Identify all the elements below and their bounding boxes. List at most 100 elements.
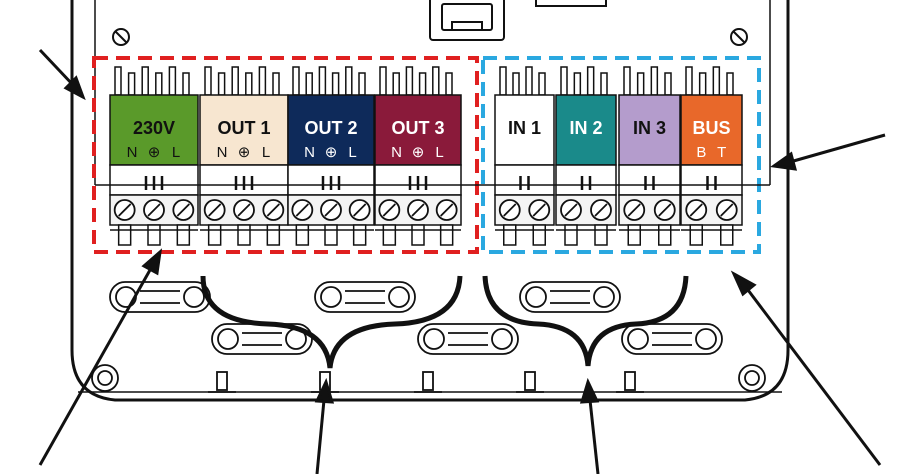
terminal-block: IN 2 (555, 66, 617, 246)
terminal-label: 230V (133, 118, 175, 138)
terminal-pin (586, 66, 595, 96)
enclosure (70, 0, 790, 402)
terminal-polarity-label: L (172, 144, 180, 161)
terminal-pin (685, 66, 693, 96)
terminal-pin (331, 72, 340, 96)
cable-glands (91, 281, 766, 393)
brace-icon (200, 275, 463, 369)
terminal-pin (636, 72, 645, 96)
screw-icon (528, 199, 551, 221)
terminal-housing (618, 164, 681, 196)
terminal-pin (204, 66, 212, 96)
terminal-block: OUT 3N⊕L (374, 66, 462, 246)
screw-icon (435, 199, 458, 221)
terminal-leg (503, 224, 517, 246)
terminal-label: IN 1 (508, 118, 541, 138)
terminal-label: OUT 2 (304, 118, 357, 138)
terminal-pin (305, 72, 313, 96)
terminal-pin (258, 66, 267, 96)
clip (516, 371, 544, 393)
terminal-label: OUT 3 (391, 118, 444, 138)
terminal-pin (623, 66, 631, 96)
arrow-icon (38, 48, 86, 101)
screw-icon (560, 199, 582, 221)
terminal-polarity-label: L (435, 144, 443, 161)
rj-socket-icon (429, 0, 607, 41)
terminal-leg (266, 224, 281, 246)
terminal-pin (217, 72, 226, 96)
terminal-leg (382, 224, 397, 246)
terminal-label-plate (680, 94, 743, 166)
terminal-pin (712, 66, 721, 96)
terminal-polarity-label: L (262, 144, 270, 161)
terminal-polarity-label: ⊕ (412, 144, 425, 161)
screw-icon (738, 364, 766, 392)
terminal-label-plate (555, 94, 617, 166)
terminal-pin (560, 66, 568, 96)
signal-group-outline (481, 56, 761, 254)
terminal-pin (445, 72, 453, 96)
arrow-icon (770, 133, 886, 171)
terminal-label-plate (287, 94, 375, 166)
terminal-block: IN 1 (494, 66, 555, 246)
terminal-leg (324, 224, 338, 246)
terminal-pin (379, 66, 387, 96)
cable-gland-icon (109, 281, 211, 313)
terminal-pin (418, 72, 427, 96)
terminal-pin (155, 72, 163, 96)
screw-icon (653, 199, 676, 221)
terminal-housing (494, 164, 555, 196)
terminal-pin (141, 66, 149, 96)
screw-icon (113, 199, 136, 221)
terminal-leg (411, 224, 425, 246)
terminal-pin (432, 66, 440, 96)
screw-icon (623, 199, 646, 221)
power-group-outline (92, 56, 479, 254)
terminal-pin (392, 72, 400, 96)
terminal-leg (594, 224, 608, 246)
terminal-pin (292, 66, 300, 96)
terminal-polarity-label: ⊕ (325, 144, 338, 161)
screw-icon (262, 199, 285, 221)
terminal-pin (525, 66, 533, 96)
screw-icon (172, 199, 195, 221)
terminal-label-plate (109, 94, 199, 166)
terminal-leg (658, 224, 672, 246)
arrow-icon (730, 270, 882, 466)
screw-icon (590, 199, 612, 221)
cable-gland-icon (519, 281, 621, 313)
screw-icon (730, 28, 748, 46)
terminal-pin (512, 72, 520, 96)
terminal-leg (295, 224, 310, 246)
screw-icon (378, 199, 401, 221)
terminal-leg (147, 224, 161, 246)
screw-icon (143, 199, 165, 221)
cable-gland-icon (417, 323, 519, 355)
terminal-pin (345, 66, 353, 96)
terminal-pin (272, 72, 280, 96)
screw-icon (91, 364, 119, 392)
screw-icon (203, 199, 226, 221)
terminal-polarity-label: T (717, 144, 726, 161)
terminal-label: IN 2 (569, 118, 602, 138)
terminal-block: IN 3 (618, 66, 681, 246)
terminal-pin (698, 72, 707, 96)
screw-icon (498, 199, 521, 221)
terminal-leg (627, 224, 641, 246)
terminal-polarity-label: ⊕ (148, 144, 161, 161)
terminal-pin (318, 66, 327, 96)
terminal-pin (538, 72, 546, 96)
terminal-leg (207, 224, 222, 246)
screw-icon (348, 199, 371, 221)
screw-icon (233, 199, 255, 221)
terminal-pin (231, 66, 239, 96)
terminal-housing (555, 164, 617, 196)
terminal-label-plate (199, 94, 289, 166)
terminal-pin (182, 72, 190, 96)
terminal-pin (650, 66, 659, 96)
screw-icon (407, 199, 429, 221)
arrow-icon (314, 377, 335, 474)
